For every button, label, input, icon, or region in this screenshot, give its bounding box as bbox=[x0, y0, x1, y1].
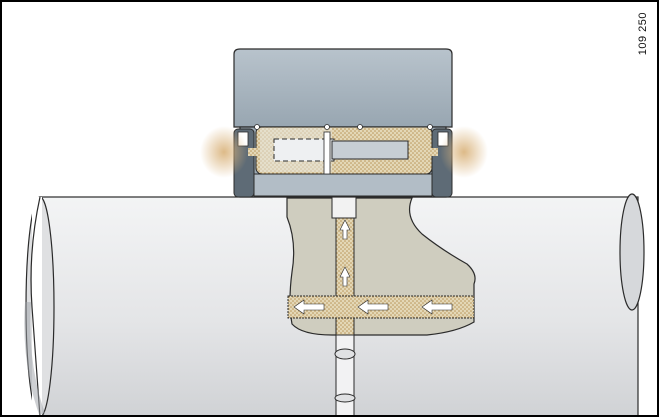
leak-spray-right bbox=[440, 126, 488, 178]
figure-code: 109 250 bbox=[637, 12, 649, 56]
leak-spray-left bbox=[200, 126, 248, 178]
sensor-housing bbox=[233, 48, 453, 198]
piston-left bbox=[273, 138, 335, 162]
arrow-up-icon bbox=[339, 219, 351, 240]
piston-right bbox=[331, 140, 409, 160]
lower-bore bbox=[334, 334, 356, 415]
arrow-left-icon bbox=[357, 299, 389, 315]
pipe-right-end bbox=[619, 193, 645, 311]
arrow-up-icon bbox=[339, 266, 351, 287]
arrow-left-icon bbox=[293, 299, 325, 315]
arrow-left-icon bbox=[421, 299, 453, 315]
